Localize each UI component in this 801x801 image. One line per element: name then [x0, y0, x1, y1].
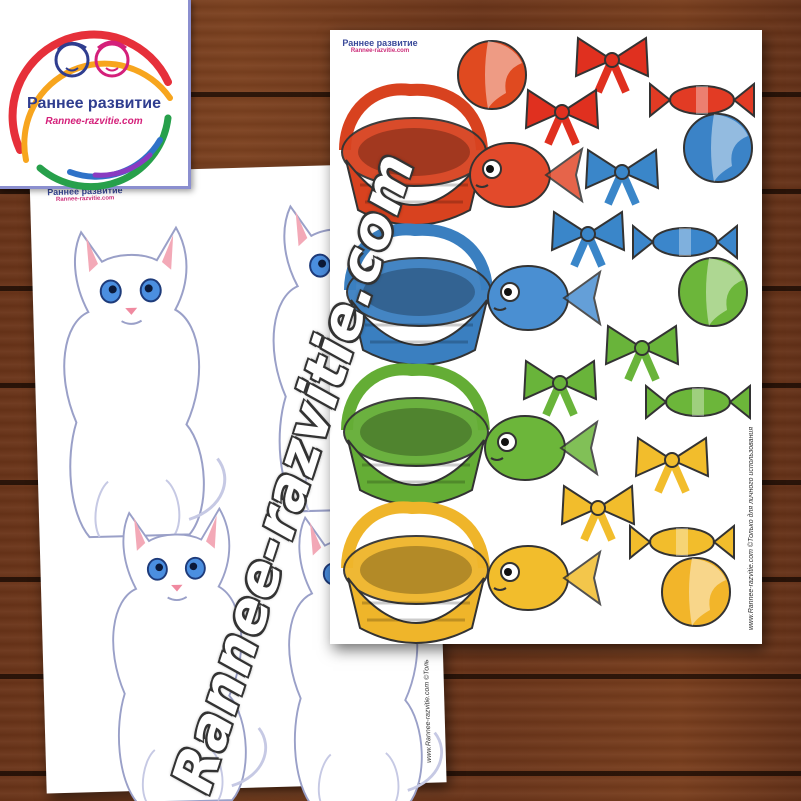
yellow-bow [562, 486, 634, 540]
color-sorting-items [330, 30, 755, 644]
green-fish [484, 415, 598, 481]
items-sheet-brand-url: Rannee-razvitie.com [350, 48, 410, 54]
red-fish [469, 142, 583, 208]
blue-bow [552, 212, 624, 266]
yellow-fish [487, 545, 601, 611]
green-basket [344, 369, 488, 505]
brand-logo-url: Rannee-razvitie.com [45, 116, 143, 127]
blue-fish [487, 265, 601, 331]
yellow-ball [661, 557, 731, 627]
blue-ball [683, 113, 753, 183]
brand-logo-title: Раннее развитие [27, 95, 161, 112]
blue-candy [632, 225, 738, 259]
items-sheet-brand: Раннее развитие Rannee-razvitie.com [340, 38, 420, 54]
green-candy [645, 385, 751, 419]
brand-logo-card: Раннее развитие Rannee-razvitie.com [0, 0, 191, 191]
yellow-bow [636, 438, 708, 492]
items-sheet: Раннее развитие Rannee-razvitie.com [330, 30, 762, 644]
green-bow [606, 326, 678, 380]
brand-logo-icon [8, 30, 173, 191]
red-ball [457, 40, 527, 110]
blue-bow [586, 150, 658, 204]
red-bow [576, 38, 648, 92]
yellow-candy [629, 525, 735, 559]
items-sheet-brand-name: Раннее развитие [342, 38, 418, 48]
yellow-basket [344, 507, 488, 643]
red-candy [649, 83, 755, 117]
green-ball [678, 257, 748, 327]
red-bow [526, 90, 598, 144]
cat-illustration [58, 224, 228, 540]
items-sheet-footer-note: www.Rannee-razvitie.com ©Только для личн… [748, 426, 755, 630]
green-bow [524, 361, 596, 415]
